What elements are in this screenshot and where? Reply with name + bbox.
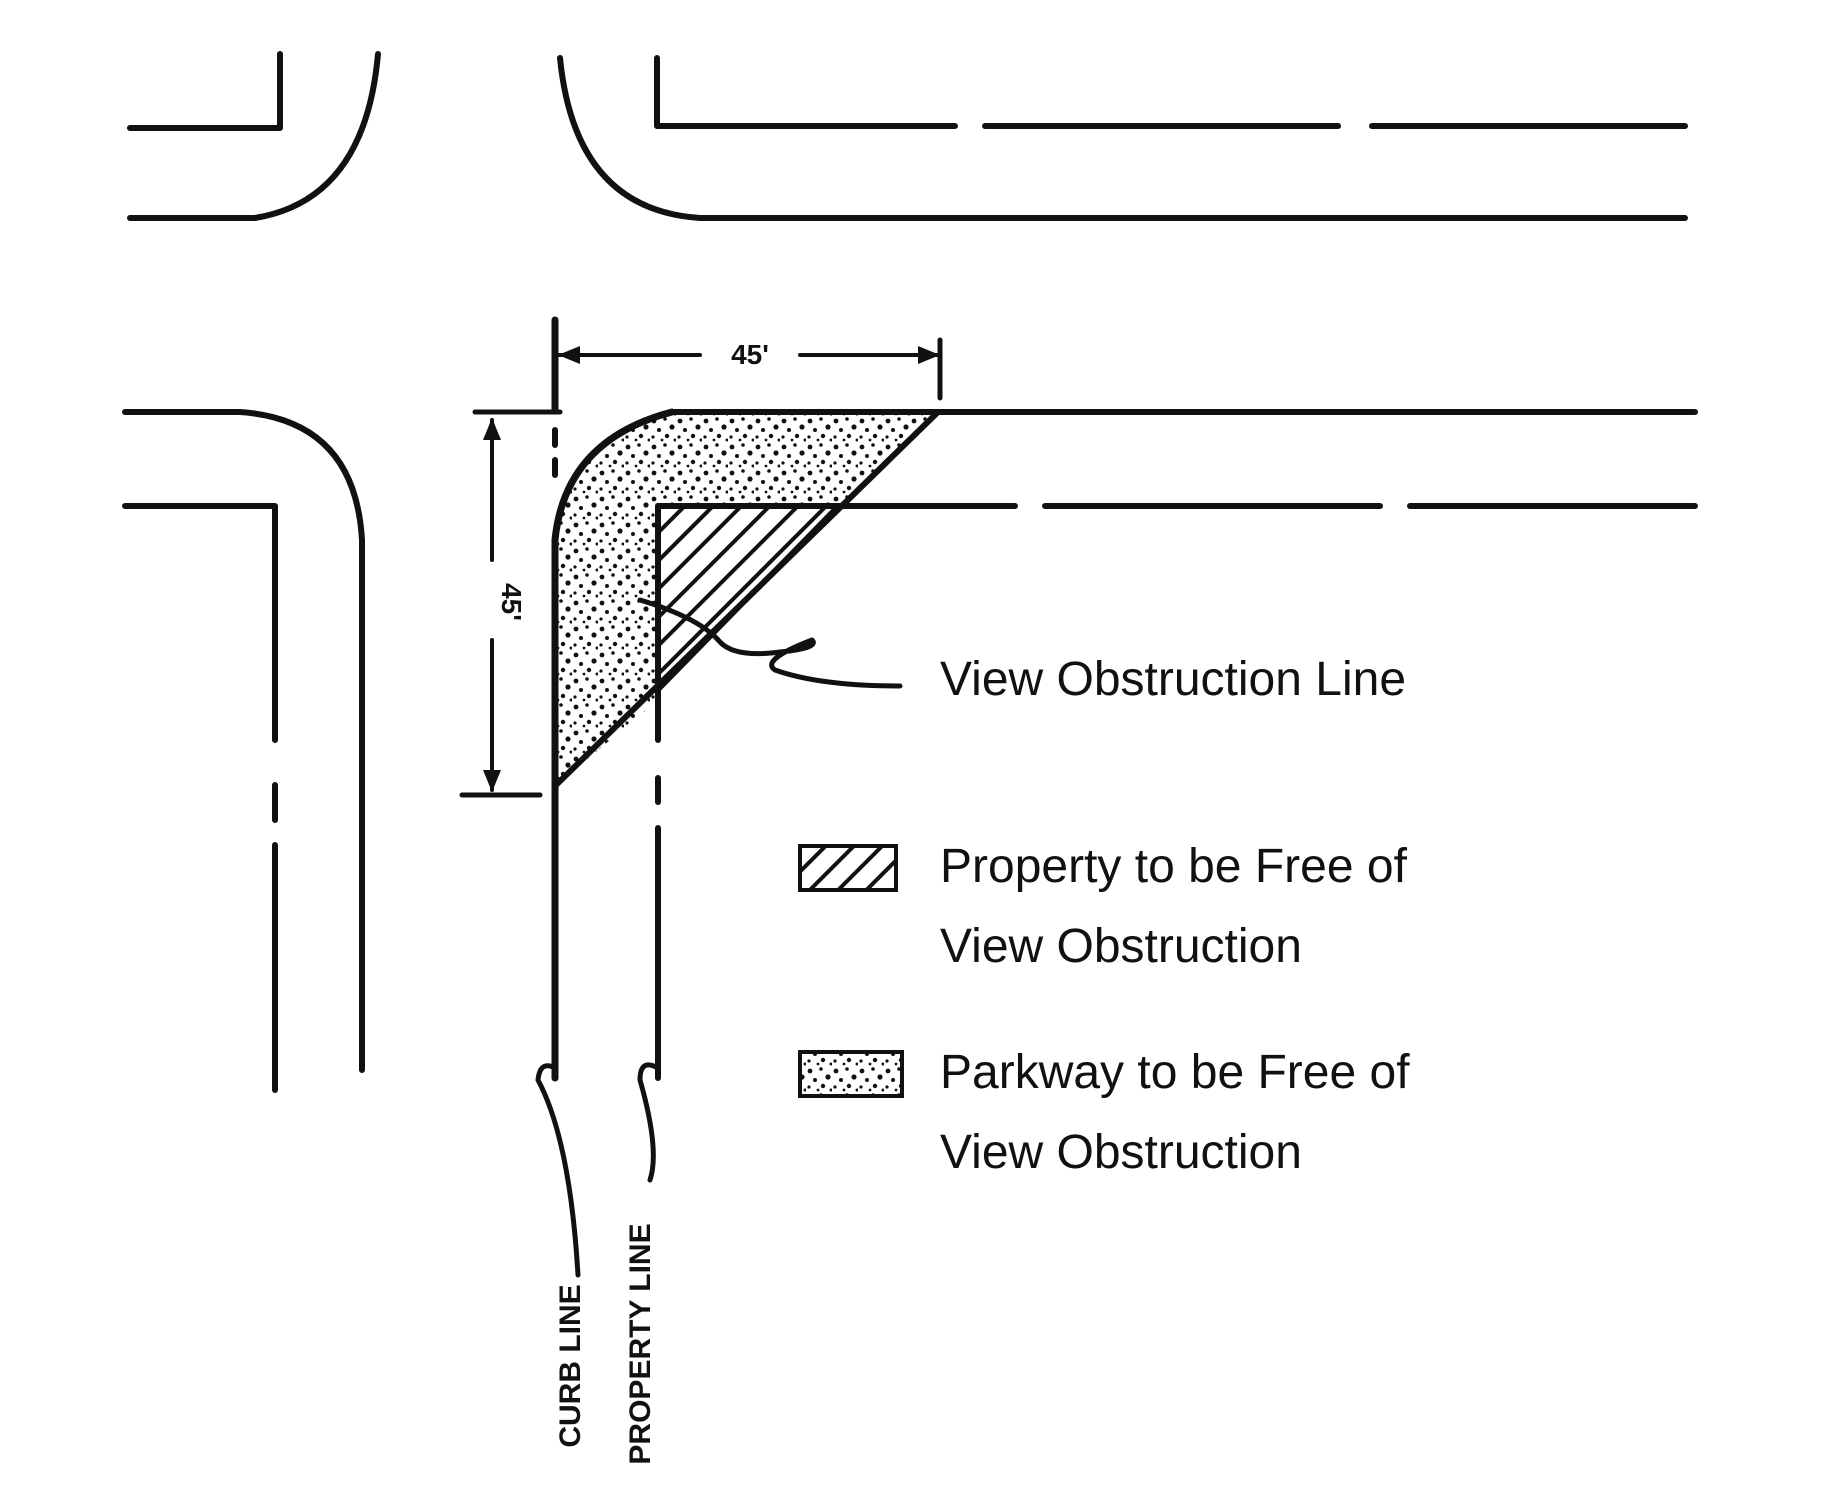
property-line <box>637 503 661 1183</box>
legend-parkway-line2: View Obstruction <box>940 1126 1302 1179</box>
view-obstruction-leader <box>637 597 903 689</box>
view-obstruction-line <box>552 409 941 789</box>
legend-property-line2: View Obstruction <box>940 920 1302 973</box>
vertical-dimension: 45' <box>459 409 563 798</box>
dimension-horizontal-label: 45' <box>731 339 769 370</box>
dimension-vertical-label: 45' <box>496 583 527 621</box>
property-line-label: PROPERTY LINE <box>624 1223 657 1464</box>
legend-stipple-swatch <box>798 1050 904 1098</box>
legend-hatch-swatch <box>798 844 898 892</box>
legend-property-line1: Property to be Free of <box>940 840 1408 893</box>
main-street <box>655 409 1698 509</box>
curb-line-label: CURB LINE <box>554 1284 587 1447</box>
legend-parkway-line1: Parkway to be Free of <box>940 1046 1410 1099</box>
horizontal-dimension: 45' <box>556 337 943 401</box>
left-street <box>122 409 365 1093</box>
legend: Property to be Free of View Obstruction … <box>798 840 1410 1179</box>
view-obstruction-label: View Obstruction Line <box>940 653 1406 706</box>
upper-street <box>127 51 1688 221</box>
curb-line <box>535 316 676 1278</box>
